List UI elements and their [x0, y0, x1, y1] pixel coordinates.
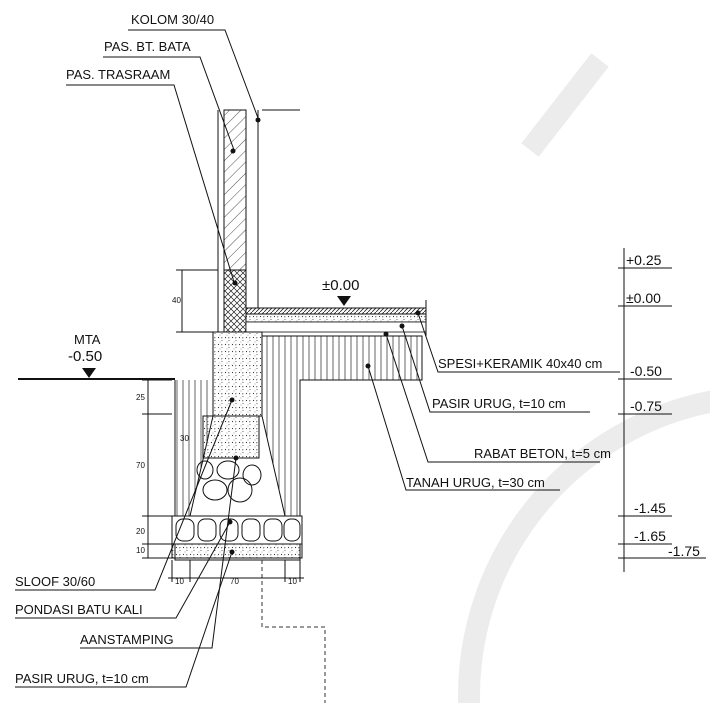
label-rabat-beton: RABAT BETON, t=5 cm: [474, 446, 611, 461]
label-kolom: KOLOM 30/40: [131, 12, 214, 27]
dim-20: 20: [136, 527, 145, 536]
dim-bottom-right: 10: [288, 577, 297, 586]
sloof-concrete: [212, 331, 263, 417]
column-wall: [217, 109, 300, 333]
mta-level: -0.50: [68, 348, 102, 365]
label-sloof: SLOOF 30/60: [15, 574, 95, 589]
level-minus-050: -0.50: [630, 363, 662, 379]
label-pasir-urug-base: PASIR URUG, t=10 cm: [15, 671, 149, 686]
floor-layers: [245, 300, 427, 336]
rubble-stones: [196, 460, 262, 503]
aanstamping-stones: [171, 515, 303, 545]
level-minus-145: -1.45: [634, 500, 666, 516]
leaders-top: [66, 29, 259, 283]
label-pondasi: PONDASI BATU KALI: [15, 602, 143, 617]
label-pas-bt-bata: PAS. BT. BATA: [104, 39, 191, 54]
sand-bed: [171, 543, 303, 559]
elevation-ticks: [618, 267, 706, 559]
level-minus-165: -1.65: [634, 528, 666, 544]
level-minus-075: -0.75: [630, 398, 662, 414]
floor-triangle: [337, 296, 351, 306]
level-minus-175: -1.75: [668, 543, 700, 559]
dim-30: 30: [180, 434, 189, 443]
mta-triangle: [82, 368, 96, 378]
label-pasir-urug-floor: PASIR URUG, t=10 cm: [432, 396, 566, 411]
level-000: ±0.00: [626, 290, 661, 306]
label-aanstamping: AANSTAMPING: [80, 632, 174, 647]
dashed-pile: [261, 560, 326, 703]
label-spesi-keramik: SPESI+KERAMIK 40x40 cm: [438, 356, 602, 371]
dim-10: 10: [136, 546, 145, 555]
dim-70: 70: [136, 461, 145, 470]
dimension-lines: [142, 269, 304, 582]
dim-trasraam: 40: [172, 296, 181, 305]
floor-level: ±0.00: [322, 277, 359, 294]
leaders-right: [367, 312, 620, 491]
label-pas-trasraam: PAS. TRASRAAM: [66, 67, 170, 82]
backfill-right: [262, 336, 422, 380]
trasraam: [223, 269, 247, 333]
watermark: [458, 53, 710, 703]
dim-bottom-mid: 70: [230, 577, 239, 586]
brick-masonry: [223, 109, 247, 271]
label-tanah-urug: TANAH URUG, t=30 cm: [406, 475, 545, 490]
dim-25: 25: [136, 393, 145, 402]
mta-label: MTA: [74, 332, 101, 347]
level-plus-025: +0.25: [626, 252, 662, 268]
dim-bottom-left: 10: [175, 577, 184, 586]
